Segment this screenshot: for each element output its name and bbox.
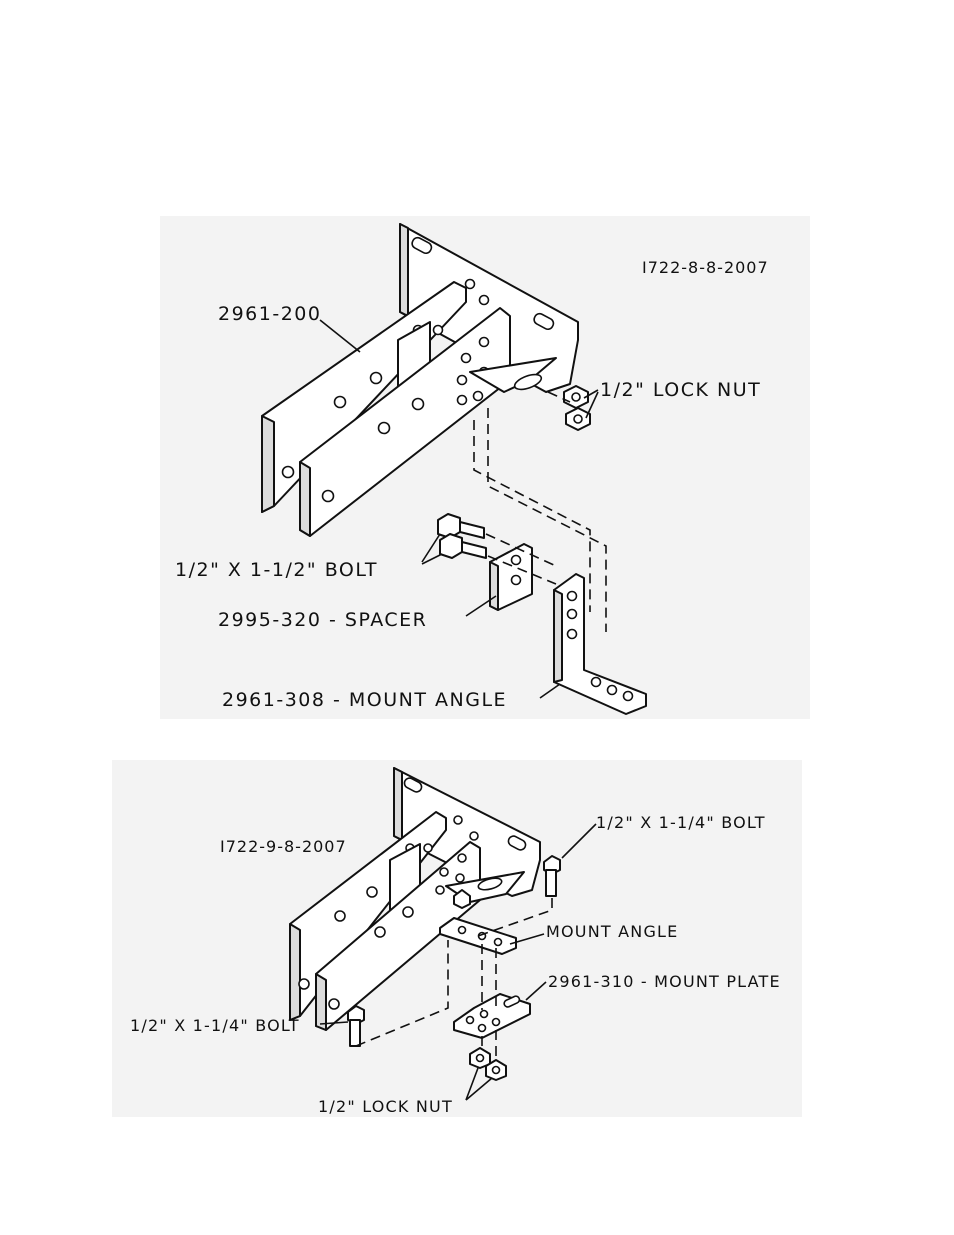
- label-bolt-top: 1/2" X 1-1/4" BOLT: [596, 813, 766, 832]
- label-lock-nut: 1/2" LOCK NUT: [318, 1097, 453, 1116]
- label-bolt-left: 1/2" X 1-1/4" BOLT: [130, 1016, 300, 1035]
- drawing-id-bottom: I722-9-8-2007: [220, 837, 347, 856]
- mount-plate: [454, 994, 530, 1038]
- label-mount-plate: 2961-310 - MOUNT PLATE: [548, 972, 781, 991]
- label-mount-angle: MOUNT ANGLE: [546, 922, 678, 941]
- mount-angle: [440, 918, 516, 954]
